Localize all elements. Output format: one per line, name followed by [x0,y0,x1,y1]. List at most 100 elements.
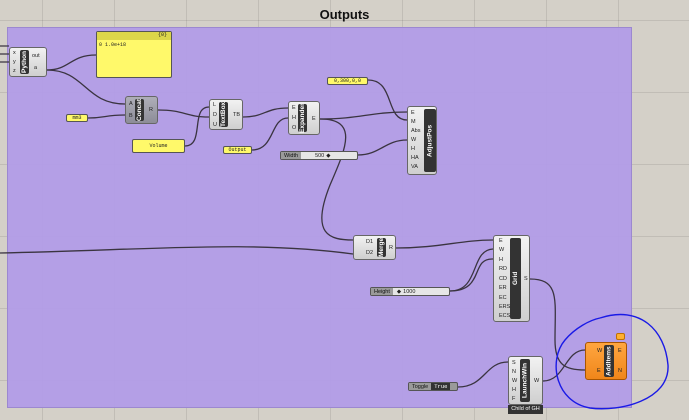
wire [367,79,408,121]
outputs-group[interactable] [7,27,632,408]
component-name: Expander [298,103,307,133]
component-name: Concat [135,98,144,122]
input-o[interactable]: O [292,125,297,131]
output-r[interactable]: R [149,107,153,113]
input-u[interactable]: U [213,122,217,128]
component-name: LaunchWin [520,359,530,402]
wire [319,118,354,241]
panel-header: {0} [97,32,171,40]
component-name: TextBox [219,101,228,128]
input-ers[interactable]: ERS [499,304,511,310]
panel-value: 1.0e+18 [105,42,127,48]
wire [542,349,586,382]
input-l[interactable]: L [213,102,217,108]
wire [0,246,354,255]
output-s[interactable]: S [524,276,528,282]
input-e[interactable]: E [597,368,601,374]
slider-value: 1000 [403,288,416,295]
input-h[interactable]: H [512,387,516,393]
input-w[interactable]: W [411,137,417,143]
expander-component[interactable]: E H O Expander E [288,101,320,135]
input-f[interactable]: F [512,396,516,402]
component-name: Grid [510,238,521,319]
margin-panel[interactable]: 0,300,0,0 [327,77,368,85]
wire [184,106,210,147]
input-s[interactable]: S [512,360,516,366]
launchwin-component[interactable]: S N W H F LaunchWin W [508,356,543,405]
component-name: AdjustPos [424,109,436,172]
boolean-toggle[interactable]: Toggle True [408,382,458,391]
width-slider[interactable]: Width 500◆ [280,151,358,160]
output-r[interactable]: R [389,245,393,251]
wire [46,69,126,105]
input-w[interactable]: W [597,348,603,354]
output-n[interactable]: N [618,368,622,374]
input-y[interactable]: y [13,59,16,65]
output-tb[interactable]: TB [233,112,241,118]
adjustpos-component[interactable]: E M Abs W H HA VA AdjustPos [407,106,437,175]
input-a[interactable]: A [129,101,133,107]
output-e[interactable]: E [312,116,316,122]
input-h[interactable]: H [499,257,503,263]
mm3-panel[interactable]: mm3 [66,114,88,122]
component-name: Python [20,50,29,74]
wire [242,107,289,118]
wire [251,117,289,151]
output-panel[interactable]: Output [223,146,252,154]
launchwin-footer: Child of GH [508,405,543,414]
input-w[interactable]: W [512,378,518,384]
input-cd[interactable]: CD [499,276,507,282]
input-x[interactable]: x [13,50,16,56]
input-e[interactable]: E [499,238,503,244]
input-er[interactable]: ER [499,285,507,291]
textbox-component[interactable]: L D U TextBox TB [209,99,243,130]
merge-component[interactable]: D1 D2 Merge R [353,235,396,260]
wire [395,239,494,249]
input-d[interactable]: D [213,112,217,118]
result-panel[interactable]: {0} 0 1.0e+18 [96,31,172,78]
additems-component[interactable]: W E AddItems E N [585,342,627,380]
annotation-circle [555,313,669,410]
wire [449,258,494,292]
height-slider[interactable]: Height ◆1000 [370,287,450,296]
input-e[interactable]: E [292,105,296,111]
message-balloon-icon [616,333,625,340]
wire [457,361,509,388]
grid-component[interactable]: E W H RD CD ER EC ERS ECS Grid S [493,235,530,322]
wire [0,45,9,63]
input-h[interactable]: H [411,146,415,152]
input-n[interactable]: N [512,369,516,375]
wire [529,278,586,371]
wire [46,54,97,71]
toggle-label: Toggle [409,383,432,390]
input-abs[interactable]: Abs [411,128,421,134]
input-ecs[interactable]: ECS [499,313,511,319]
input-h[interactable]: H [292,115,296,121]
wire [319,111,408,120]
group-title: Outputs [319,7,370,22]
panel-index: 0 [99,42,103,48]
input-b[interactable]: B [129,113,133,119]
input-z[interactable]: z [13,68,16,74]
input-d2[interactable]: D2 [366,250,374,256]
input-rd[interactable]: RD [499,266,507,272]
python-component[interactable]: x y z Python out a [9,47,47,77]
wire [449,248,494,292]
output-a[interactable]: a [34,65,38,71]
input-w[interactable]: W [499,247,505,253]
output-e[interactable]: E [618,348,622,354]
toggle-value[interactable]: True [431,383,451,390]
output-out[interactable]: out [32,53,40,59]
component-name: Merge [377,237,386,258]
input-m[interactable]: M [411,119,416,125]
component-name: AddItems [604,345,614,377]
input-ha[interactable]: HA [411,155,419,161]
input-e[interactable]: E [411,110,415,116]
volume-panel[interactable]: Volume [132,139,185,153]
concat-component[interactable]: A B Concat R [125,96,158,124]
output-w[interactable]: W [534,378,540,384]
input-va[interactable]: VA [411,164,418,170]
input-d1[interactable]: D1 [366,239,374,245]
input-ec[interactable]: EC [499,295,507,301]
